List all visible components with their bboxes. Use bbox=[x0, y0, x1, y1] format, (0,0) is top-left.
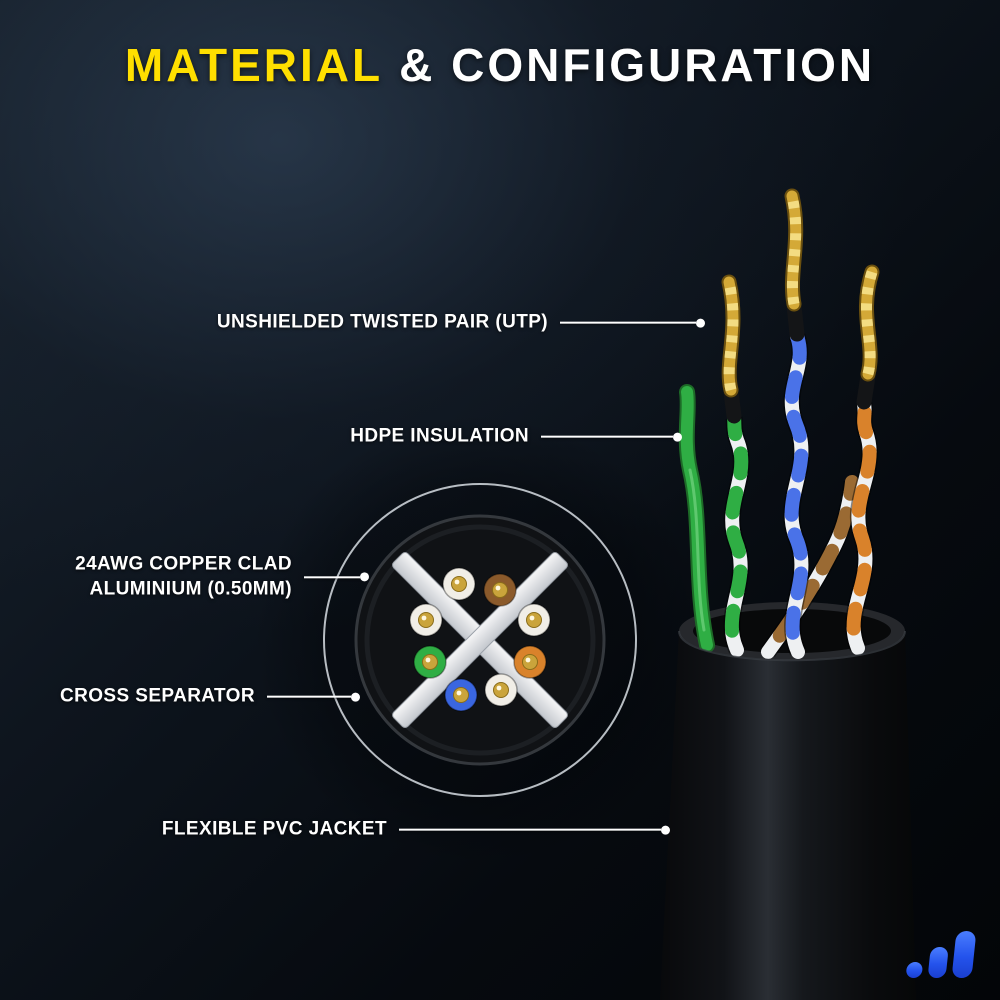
conductor-white bbox=[409, 603, 443, 637]
copper-tip-right bbox=[859, 264, 880, 382]
callout-copper-clad-label: 24AWG COPPER CLAD ALUMINIUM (0.50MM) bbox=[75, 552, 292, 601]
conductor-white bbox=[442, 567, 476, 601]
callout-dot bbox=[673, 432, 682, 442]
callout-cross-separator: CROSS SEPARATOR bbox=[60, 685, 360, 710]
callout-line bbox=[541, 436, 673, 438]
callout-dot bbox=[351, 692, 360, 702]
callout-pvc-jacket: FLEXIBLE PVC JACKET bbox=[162, 818, 670, 843]
callout-line bbox=[304, 576, 360, 578]
cross-section-inner-shadow bbox=[364, 524, 596, 756]
conductor-orange bbox=[513, 645, 547, 679]
cross-section bbox=[323, 483, 637, 797]
callout-dot bbox=[661, 825, 670, 835]
callout-jacket-label: FLEXIBLE PVC JACKET bbox=[161, 818, 387, 840]
conductor-blue bbox=[444, 678, 478, 712]
callout-utp: UNSHIELDED TWISTED PAIR (UTP) bbox=[217, 311, 705, 336]
callout-line bbox=[399, 829, 661, 831]
three-bars-signal-logo-icon bbox=[905, 931, 977, 978]
logo-bar-small bbox=[905, 962, 924, 978]
cross-section-outer-ring bbox=[323, 483, 637, 797]
cable-render bbox=[660, 188, 916, 1000]
jacket-rim-highlight bbox=[678, 630, 906, 662]
copper-tip-left bbox=[721, 274, 741, 398]
hdpe-green-wire bbox=[678, 384, 715, 653]
copper-tip-center bbox=[784, 188, 804, 312]
twisted-pair-blue bbox=[783, 298, 810, 659]
twisted-pair-green bbox=[723, 384, 750, 657]
twisted-pair-orange bbox=[845, 368, 879, 655]
callout-utp-label: UNSHIELDED TWISTED PAIR (UTP) bbox=[216, 311, 548, 333]
conductor-brown bbox=[483, 573, 517, 607]
conductor-white bbox=[517, 603, 551, 637]
callout-hdpe: HDPE INSULATION bbox=[350, 425, 682, 450]
logo-bar-medium bbox=[927, 947, 949, 978]
callout-dot bbox=[360, 572, 369, 582]
callout-hdpe-label: HDPE INSULATION bbox=[350, 425, 529, 447]
callout-copper-line2: ALUMINIUM (0.50MM) bbox=[89, 578, 292, 599]
callout-cross-label: CROSS SEPARATOR bbox=[60, 685, 255, 707]
callout-copper-line1: 24AWG COPPER CLAD bbox=[75, 553, 292, 575]
callout-dot bbox=[696, 318, 705, 328]
callout-line bbox=[560, 322, 696, 324]
title-rest: & CONFIGURATION bbox=[399, 39, 876, 91]
page-title: MATERIAL & CONFIGURATION bbox=[0, 38, 1000, 92]
cross-separator bbox=[392, 552, 568, 728]
conductor-green bbox=[413, 645, 447, 679]
conductor-white bbox=[484, 673, 518, 707]
callout-line bbox=[267, 696, 351, 698]
pvc-jacket-body bbox=[660, 631, 916, 1000]
title-highlight: MATERIAL bbox=[124, 39, 384, 91]
callout-copper-clad: 24AWG COPPER CLAD ALUMINIUM (0.50MM) bbox=[75, 552, 369, 601]
